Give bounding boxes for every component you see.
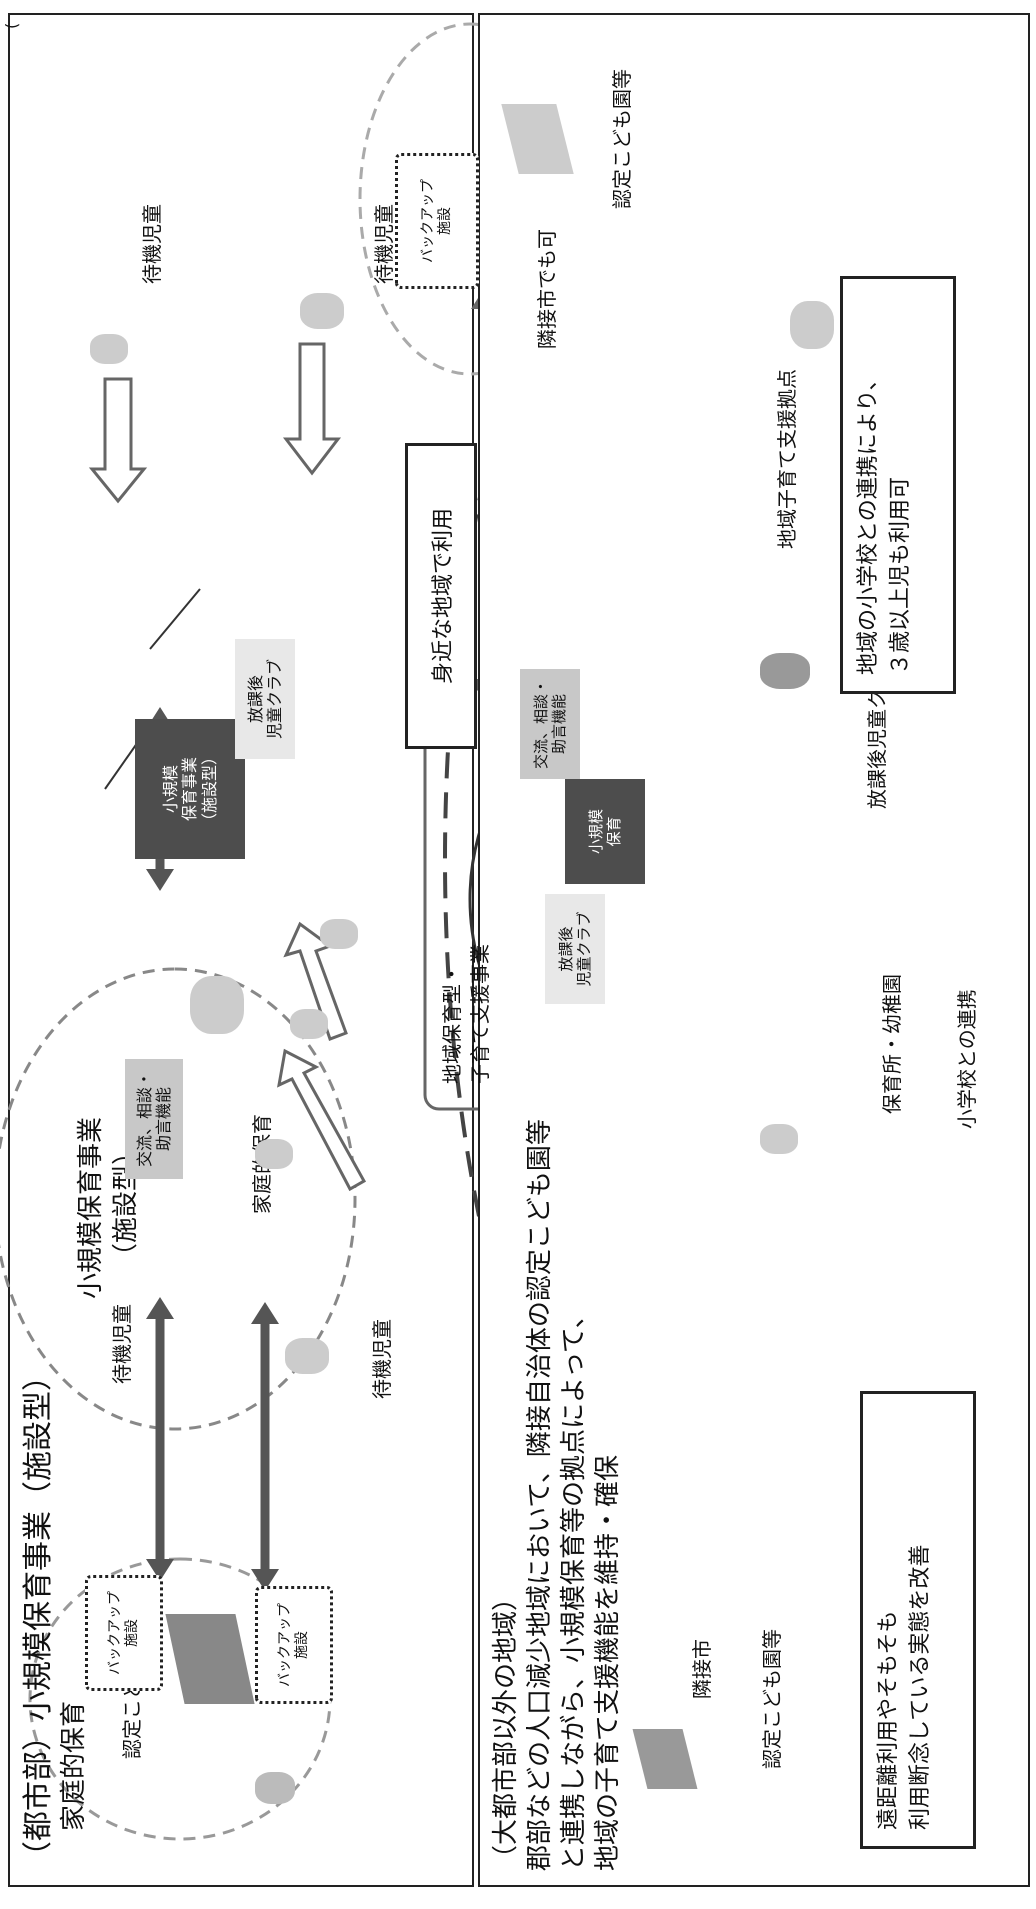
urban-waiting-2: 待機児童 [372, 204, 396, 284]
urban-waiting-child-icon [285, 1338, 329, 1374]
neighbor-ok-label: 隣接市でも可 [535, 229, 559, 349]
urban-waiting-1: 待機児童 [110, 1304, 134, 1384]
urban-heading: （都市部）小規模保育事業（施設型） [21, 1361, 56, 1871]
nursery-label: 保育所・幼稚園 [880, 974, 904, 1114]
urban-exchange-node: 交流、相談・ 助言機能 [125, 1059, 183, 1179]
neighbor-city-label: 隣接市 [690, 1639, 714, 1699]
urban-waiting-child-icon [300, 293, 344, 329]
rural-heading: （大都市部以外の地域） [491, 1584, 521, 1871]
urban-backup-2: バックアップ 施設 [255, 1586, 333, 1704]
rural-heading-2: 郡部などの人口減少地域において、隣接自治体の認定こども園等 [525, 1119, 555, 1871]
urban-family-ellipse [0, 967, 357, 1431]
urban-hollow-arrow-waiting [277, 1048, 367, 1192]
school-link-label: 小学校との連携 [955, 989, 979, 1129]
rural-heading-3: と連携しながら、小規模保育等の拠点によって、 [559, 1302, 589, 1871]
rural-heading-4: 地域の子育て支援機能を維持・確保 [593, 1454, 623, 1871]
support-base-label: 地域子育て支援拠点 [775, 369, 799, 549]
family-child-icon [255, 1139, 293, 1169]
page-corner-mark: ( [2, 22, 21, 29]
distance-note-box: 遠距離利用やそもそも 利用断念している実態を改善 [860, 1391, 976, 1849]
local-use-box: 身近な地域で利用 [405, 443, 477, 749]
urban-hollow-arrow-top [88, 377, 148, 504]
school-note-box: 地域の小学校との連携により、 ３歳以上児も利用可 [840, 276, 956, 694]
hub-title: 地域保育型・ [440, 964, 464, 1084]
support-base-family-icon [790, 301, 834, 349]
urban-waiting-top: 待機児童 [140, 204, 164, 284]
right-nintei-label: 認定こども園等 [610, 69, 634, 209]
rural-child-icon [760, 1124, 798, 1154]
urban-hollow-arrow-lower [283, 921, 348, 1041]
urban-waiting-3: 待機児童 [370, 1319, 394, 1399]
urban-hollow-arrow-right [282, 342, 342, 476]
rural-backup-box: バックアップ 施設 [395, 153, 479, 289]
neighbor-nintei-label: 認定こども園等 [760, 1629, 784, 1769]
hub-afterschool-node: 放課後 児童クラブ [545, 894, 605, 1004]
distance-note-line2: 利用断念している実態を改善 [907, 1544, 933, 1830]
distance-note-line1: 遠距離利用やそもそも [876, 1610, 901, 1830]
school-note-line2: ３歳以上児も利用可 [887, 476, 913, 675]
hub-small-care-node: 小規模 保育 [565, 779, 645, 884]
urban-small-facility-node: 小規模 保育事業 （施設型） [135, 719, 245, 859]
school-note-line1: 地域の小学校との連携により、 [856, 368, 881, 675]
urban-waiting-child-icon [90, 334, 128, 364]
family-child-icon [290, 1009, 328, 1039]
caregiver-icon [190, 976, 244, 1034]
hub-title-sub: 子育て支援事業 [468, 944, 492, 1084]
urban-child-icon [255, 1772, 295, 1804]
urban-heading-sub: 家庭的保育 [59, 1700, 89, 1831]
urban-afterschool-node: 放課後 児童クラブ [235, 639, 295, 759]
family-child-icon [320, 919, 358, 949]
afterschool-child-icon [760, 653, 810, 689]
hub-exchange-node: 交流、相談・ 助言機能 [520, 669, 580, 779]
urban-center-title: 小規模保育事業 [76, 1116, 106, 1299]
urban-backup-1: バックアップ 施設 [85, 1575, 163, 1691]
